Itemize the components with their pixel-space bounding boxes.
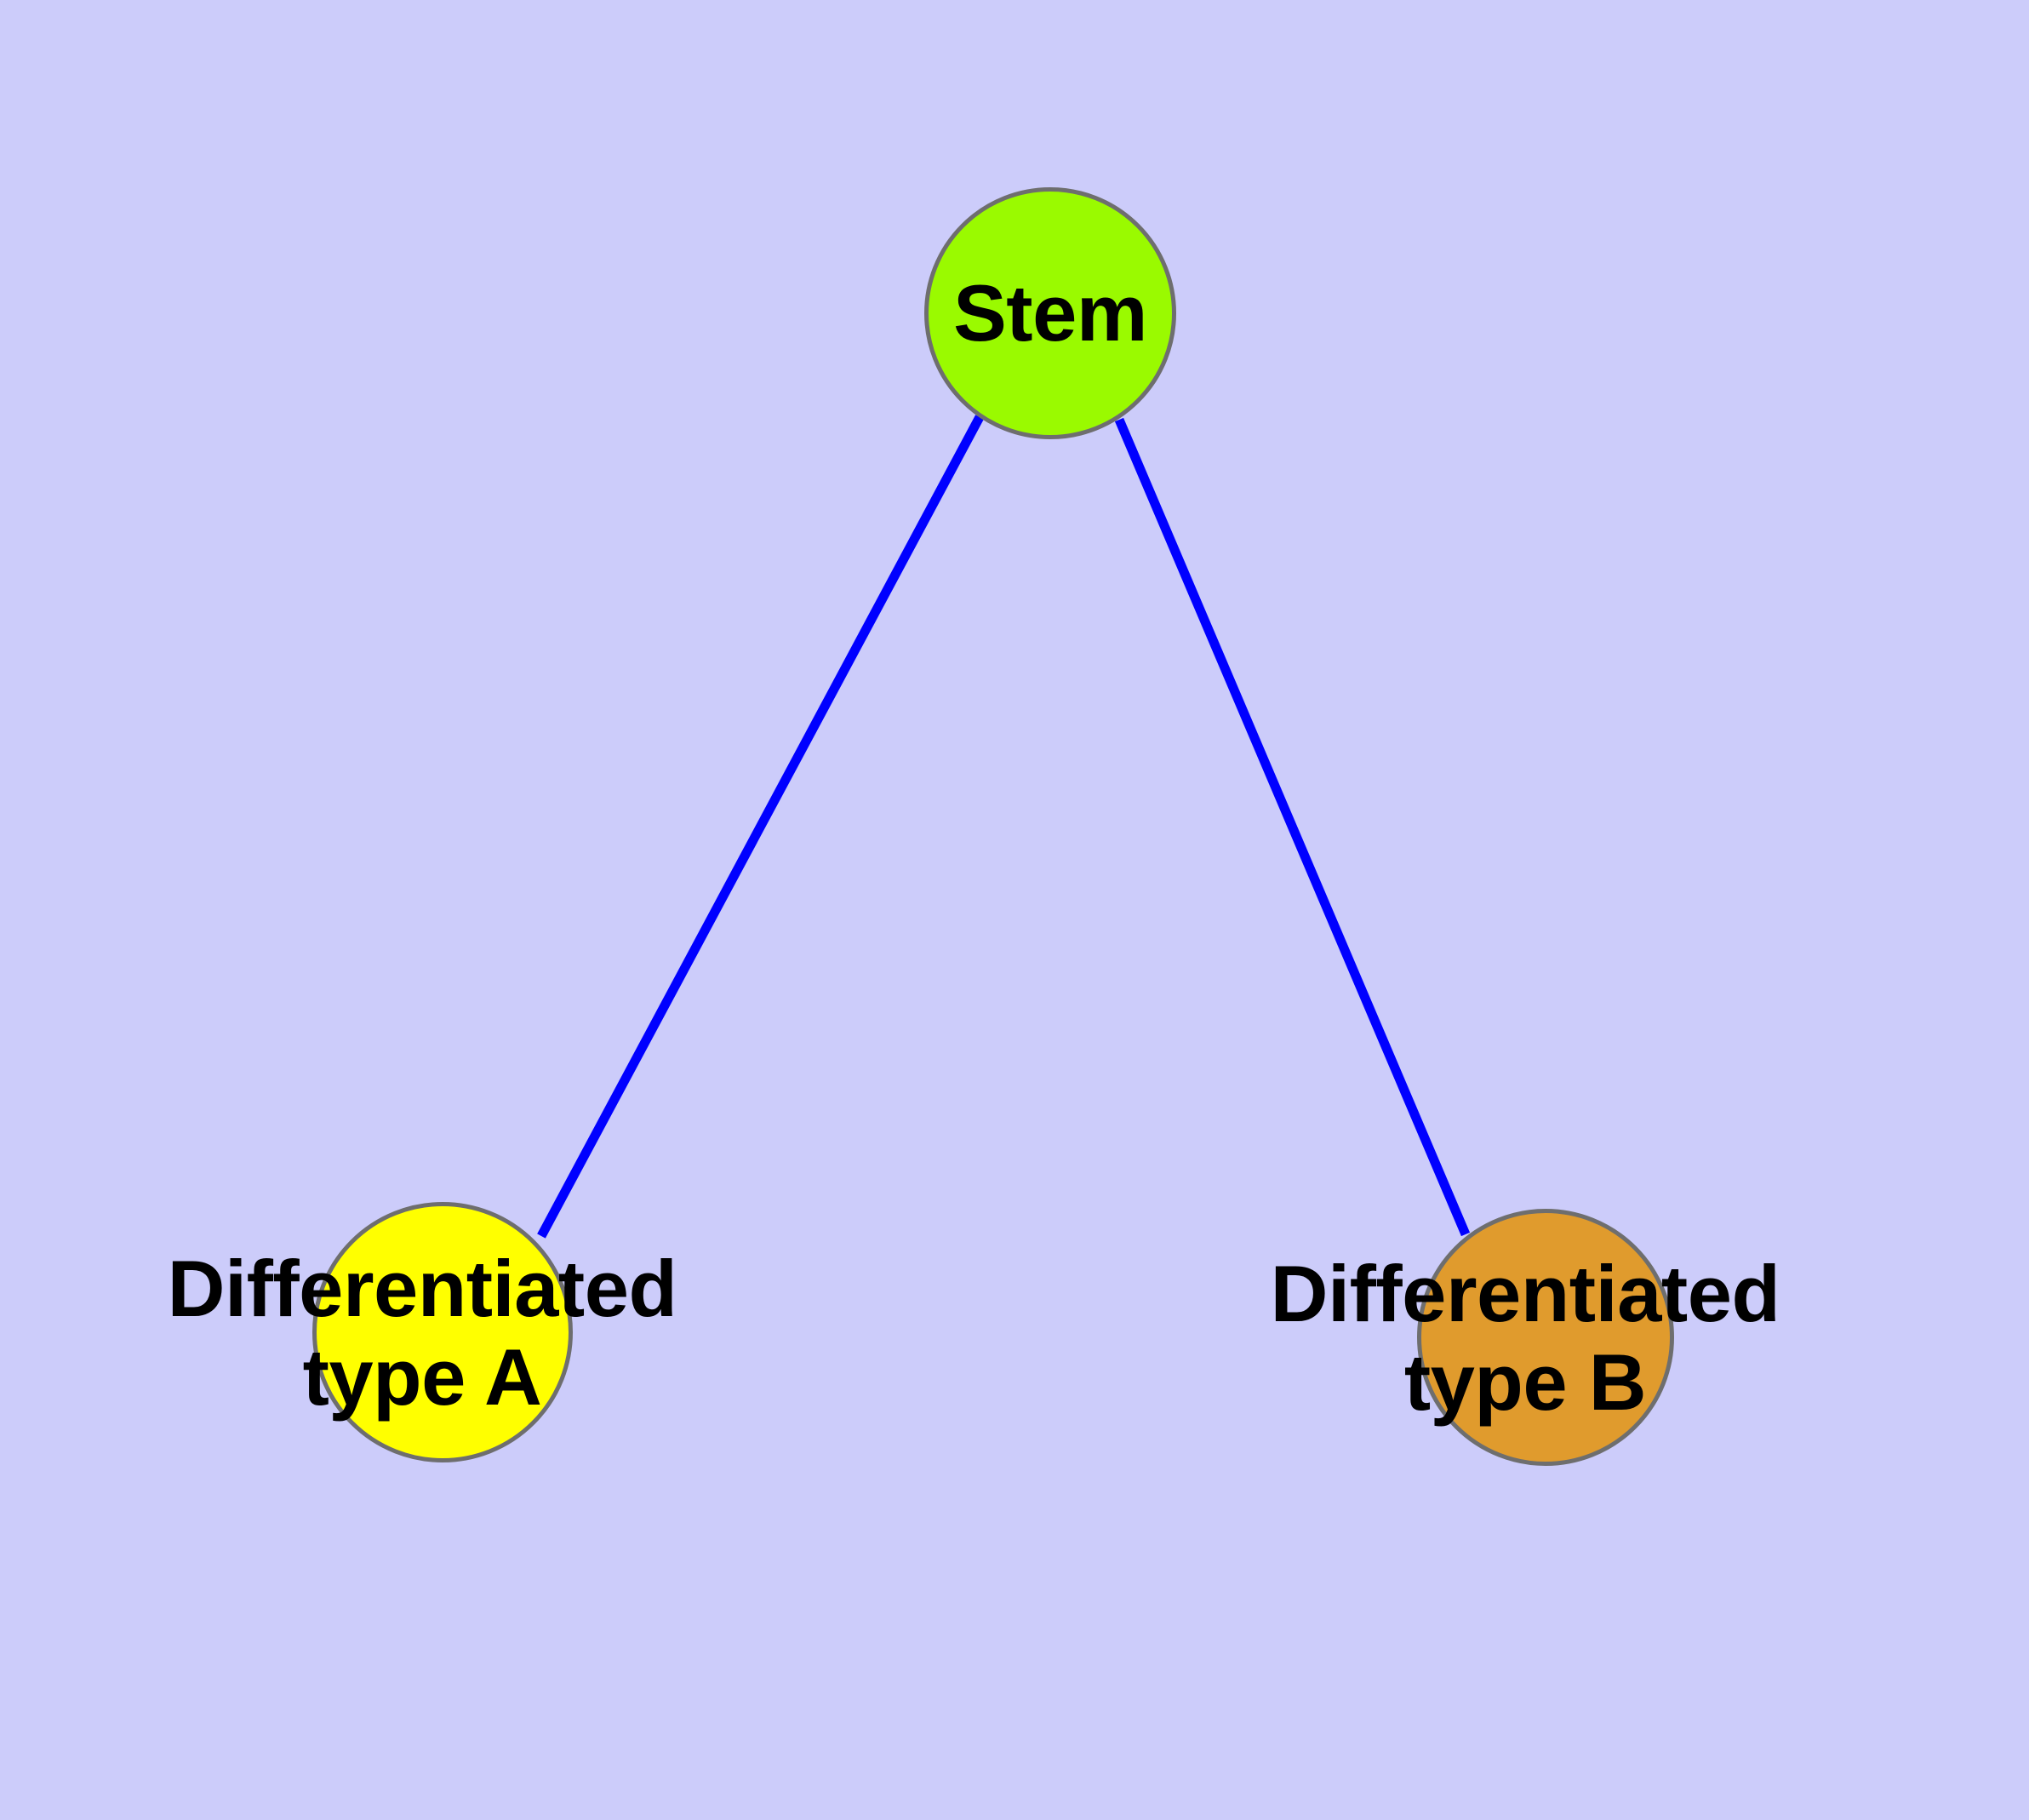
node-differentiated-type-b[interactable] [1417,1209,1674,1466]
edge-stem-to-differentiated-type-b[interactable] [1114,417,1471,1237]
node-differentiated-type-a[interactable] [312,1202,573,1462]
node-stem[interactable] [924,187,1176,439]
edge-stem-to-differentiated-type-a[interactable] [537,415,984,1239]
